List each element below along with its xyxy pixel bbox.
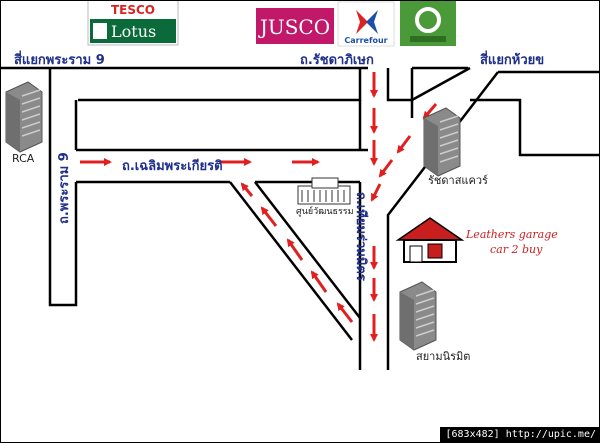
siam-niramit-label: สยามนิรมิต bbox=[416, 350, 470, 363]
tesco-text: TESCO bbox=[111, 3, 155, 17]
cultural-center-icon bbox=[297, 177, 351, 205]
roads bbox=[0, 66, 600, 370]
carrefour-logo: Carrefour bbox=[337, 1, 395, 47]
image-host-footer[interactable]: [683x482] http://upic.me/ bbox=[440, 427, 600, 443]
jusco-text: JUSCO bbox=[258, 15, 330, 39]
route-arrows bbox=[80, 72, 438, 342]
lotus-text: Lotus bbox=[111, 22, 156, 41]
rama9-intersection-label: สี่แยกพระราม 9 bbox=[14, 50, 105, 68]
rca-label: RCA bbox=[12, 152, 35, 165]
building-icon-siam-niramit bbox=[399, 281, 437, 351]
green-logo bbox=[400, 0, 456, 46]
cultural-center-label: ศูนย์วัฒนธรรม bbox=[296, 205, 354, 217]
thiam-ruammit-label: ถ.เทียมร่วมมิตร bbox=[353, 192, 369, 281]
garage-sub-label: car 2 buy bbox=[490, 243, 543, 256]
jusco-logo: JUSCO bbox=[256, 8, 334, 44]
garage-name-label: Leathers garage bbox=[465, 228, 558, 241]
ratchadaphisek-label: ถ.รัชดาภิเษก bbox=[300, 53, 374, 68]
carrefour-text: Carrefour bbox=[344, 36, 387, 45]
tesco-lotus-logo: TESCO Lotus bbox=[87, 0, 179, 46]
building-icon-rca bbox=[5, 81, 43, 153]
ratchada-square-label: รัชดาสแควร์ bbox=[428, 174, 488, 187]
building-icon-ratchada-square bbox=[423, 107, 461, 177]
rama9-road-label: ถ.พระราม 9 bbox=[57, 152, 72, 224]
chaloem-phrakiat-label: ถ.เฉลิมพระเกียรติ bbox=[122, 158, 223, 174]
huai-khwang-label: สี่แยกห้วยข bbox=[480, 50, 544, 68]
house-icon bbox=[395, 217, 465, 263]
